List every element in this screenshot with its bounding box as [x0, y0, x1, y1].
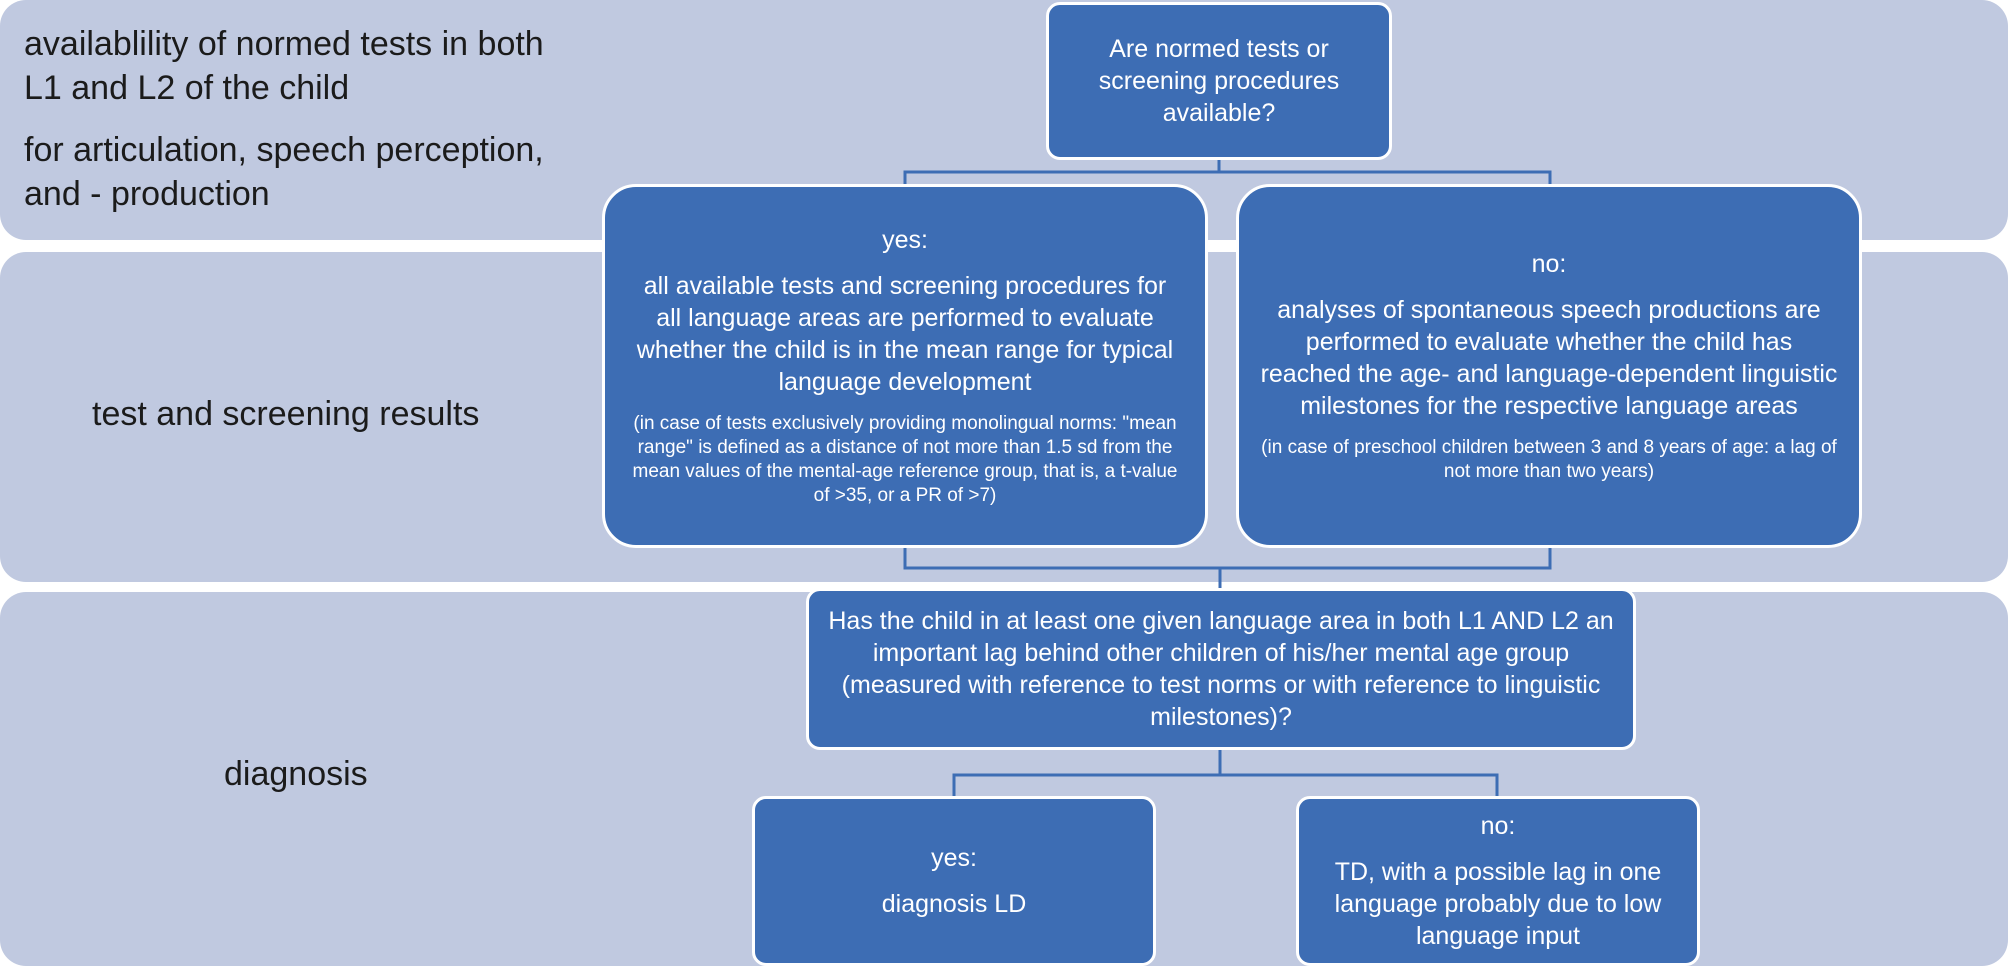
row-label-availability: availablility of normed tests in both L1…	[24, 22, 584, 216]
outcome-no-heading: no:	[1480, 812, 1516, 840]
outcome-yes-body: diagnosis LD	[881, 890, 1027, 918]
row-label-availability-line2: for articulation, speech perception, and…	[24, 131, 544, 213]
outcome-box-no-diagnosis: no: TD, with a possible lag in one langu…	[1296, 796, 1700, 966]
branch-yes-note: (in case of tests exclusively providing …	[632, 413, 1178, 506]
branch-no-heading: no:	[1531, 250, 1567, 278]
row-label-availability-line1: availablility of normed tests in both L1…	[24, 25, 544, 107]
connector-branches-to-lag-question	[903, 548, 1552, 588]
question-text: Are normed tests or screening procedures…	[1098, 35, 1340, 127]
outcome-yes-heading: yes:	[931, 844, 977, 872]
row-label-diagnosis: diagnosis	[224, 755, 368, 793]
question-box-language-lag: Has the child in at least one given lang…	[806, 588, 1636, 750]
outcome-no-body: TD, with a possible lag in one language …	[1334, 858, 1662, 950]
branch-no-note: (in case of preschool children between 3…	[1261, 437, 1837, 482]
branch-yes-heading: yes:	[882, 226, 928, 254]
branch-no-body: analyses of spontaneous speech productio…	[1260, 296, 1838, 420]
branch-box-yes-tests: yes: all available tests and screening p…	[602, 184, 1208, 548]
outcome-box-yes-diagnosis: yes: diagnosis LD	[752, 796, 1156, 966]
lag-question-text: Has the child in at least one given lang…	[828, 607, 1614, 731]
branch-box-no-tests: no: analyses of spontaneous speech produ…	[1236, 184, 1862, 548]
connector-lag-question-to-outcomes	[952, 750, 1499, 796]
branch-yes-body: all available tests and screening proced…	[636, 272, 1174, 396]
question-box-tests-available: Are normed tests or screening procedures…	[1046, 2, 1392, 160]
row-label-results: test and screening results	[92, 395, 480, 433]
connector-question-to-branches	[903, 160, 1552, 186]
